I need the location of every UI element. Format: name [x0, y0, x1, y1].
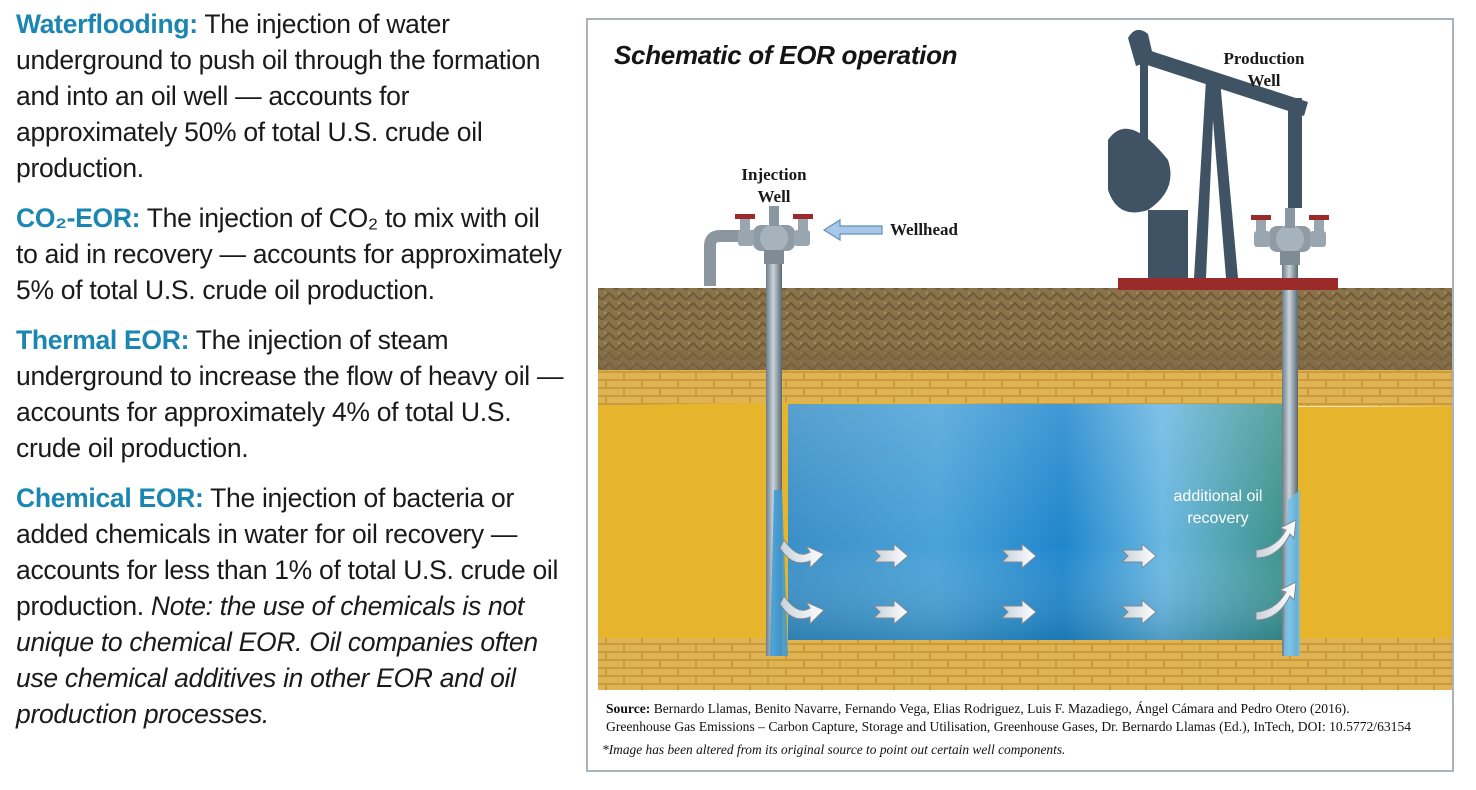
recovery-label: additional oil [1174, 488, 1263, 505]
source-label: Source: [606, 701, 651, 716]
flow-arrows [779, 519, 1297, 626]
method-description: The injection of steam underground to in… [16, 325, 564, 463]
method-waterflooding: Waterflooding: The injection of water un… [16, 6, 564, 186]
production-well-label: Well [1247, 71, 1280, 90]
source-line-1: Bernardo Llamas, Benito Navarre, Fernand… [650, 701, 1350, 716]
eor-schematic-drawing: Production Well Injection Well Wellhead … [598, 29, 1452, 690]
method-description: The injection of bacteria or added chemi… [16, 483, 559, 621]
eor-methods-text: Waterflooding: The injection of water un… [16, 6, 564, 746]
method-thermal-eor: Thermal EOR: The injection of steam unde… [16, 322, 564, 466]
method-term: Waterflooding: [16, 9, 198, 39]
method-note: Note: the use of chemicals is not unique… [16, 591, 538, 729]
method-term: Chemical EOR: [16, 483, 204, 513]
method-chemical-eor: Chemical EOR: The injection of bacteria … [16, 480, 564, 732]
injection-wellhead-drawing [704, 206, 813, 286]
figure-title: Schematic of EOR operation [614, 40, 958, 70]
altered-note: *Image has been altered from its origina… [602, 742, 1066, 757]
recovery-label: recovery [1187, 510, 1248, 527]
eor-schematic-figure: Production Well Injection Well Wellhead … [586, 18, 1454, 772]
source-line-2: Greenhouse Gas Emissions – Carbon Captur… [606, 719, 1412, 734]
method-term: CO₂-EOR: [16, 203, 141, 233]
production-wellhead-drawing [1251, 208, 1329, 265]
method-co2-eor: CO₂-EOR: The injection of CO₂ to mix wit… [16, 200, 564, 308]
method-description: The injection of CO₂ to mix with oil to … [16, 203, 562, 305]
wellhead-label: Wellhead [890, 220, 959, 239]
figure-source: Source: Bernardo Llamas, Benito Navarre,… [606, 700, 1446, 736]
method-description: The injection of water underground to pu… [16, 9, 541, 183]
injection-well-label: Well [757, 187, 790, 206]
pump-jack-drawing [1108, 29, 1338, 290]
injection-well-label: Injection [741, 165, 807, 184]
production-well-label: Production [1224, 49, 1305, 68]
method-term: Thermal EOR: [16, 325, 190, 355]
